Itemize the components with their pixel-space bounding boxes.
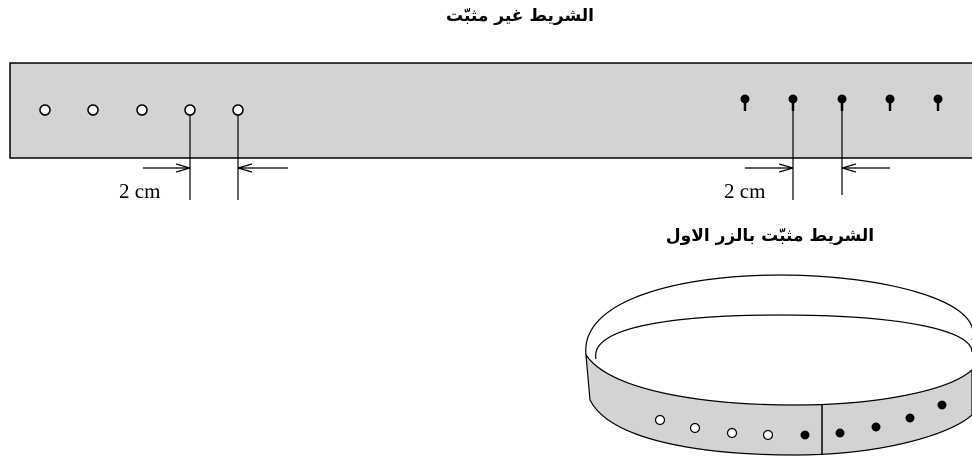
strap-hole [136, 104, 148, 116]
ring-hole [689, 422, 701, 434]
strap-button [740, 94, 750, 111]
strap-hole [87, 104, 99, 116]
strap-button [788, 94, 798, 111]
strap-body [9, 62, 972, 159]
ring-button [905, 413, 915, 423]
ring-button [835, 428, 845, 438]
ring-back-edge [595, 314, 972, 360]
dimension-left: 2 cm [119, 115, 288, 203]
ring-button [937, 400, 947, 410]
strap-hole [184, 104, 196, 116]
strap-buttons [740, 94, 943, 111]
ring-button [871, 422, 881, 432]
strap-hole [39, 104, 51, 116]
dimension-right: 2 cm [724, 111, 890, 203]
strap-button [933, 94, 943, 111]
dimension-right-label: 2 cm [724, 179, 765, 203]
strap-button [837, 94, 847, 111]
strap-holes [39, 104, 244, 116]
ring-hole [726, 427, 738, 439]
ring-hole [762, 429, 774, 441]
ring-button [800, 430, 810, 440]
dimension-left-label: 2 cm [119, 179, 160, 203]
title-strap-unfastened: الشريط غير مثبّت [445, 6, 595, 26]
ring-hole [654, 414, 666, 426]
ring-top-edge [585, 274, 972, 356]
fastened-ring [585, 274, 972, 456]
strap-button [885, 94, 895, 111]
title-strap-fastened: الشريط مثبّت بالزر الاول [665, 226, 875, 246]
ring-front-band [585, 352, 972, 456]
strap-hole [232, 104, 244, 116]
